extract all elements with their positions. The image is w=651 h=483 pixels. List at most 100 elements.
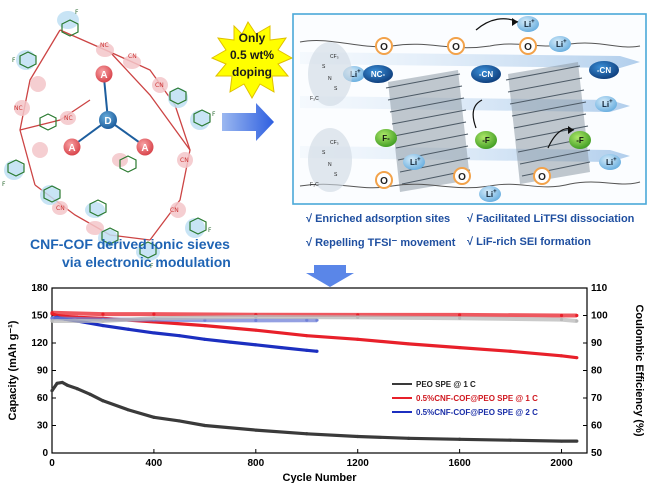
data-point [50, 389, 54, 393]
data-point [65, 383, 69, 387]
svg-text:Li+: Li+ [410, 157, 421, 167]
data-point [575, 313, 579, 318]
data-point [177, 419, 181, 423]
burst-line-3: doping [232, 65, 272, 79]
acceptor-label: A [68, 143, 75, 154]
data-point [458, 437, 462, 441]
y2-tick-label: 80 [591, 366, 603, 377]
burst-line-1: Only [239, 31, 266, 45]
benefit-dissociation: √ Facilitated LiTFSI dissociation [467, 213, 635, 225]
caption-line-2: via electronic modulation [62, 254, 231, 270]
o-atom-label: O [538, 172, 546, 183]
x-tick-label: 800 [247, 458, 264, 469]
svg-text:F: F [12, 57, 16, 64]
f-group [475, 131, 497, 149]
tfsi-anion: CF₃ F₃C N S S [308, 128, 352, 192]
o-atom-label: O [380, 176, 388, 187]
svg-text:F₃C: F₃C [310, 96, 319, 102]
y-tick-label: 60 [37, 393, 49, 404]
data-point [559, 313, 564, 318]
data-point [356, 337, 360, 341]
data-point [356, 315, 360, 320]
y-tick-label: 150 [31, 311, 48, 322]
data-point [228, 340, 232, 344]
f-group-label: -F [482, 136, 490, 145]
acceptor-node [136, 138, 154, 156]
f-group-label: -F [576, 136, 584, 145]
cn-group [589, 61, 619, 79]
data-point [315, 318, 319, 322]
data-point [305, 432, 309, 436]
o-atom-label: O [380, 42, 388, 53]
svg-text:F: F [208, 227, 212, 234]
data-point [254, 343, 258, 347]
svg-text:Li+: Li+ [486, 189, 497, 199]
tfsi-anion: CF₃ F₃C N S S [308, 42, 352, 106]
x-tick-label: 400 [146, 458, 163, 469]
data-point [305, 348, 309, 352]
data-point [575, 356, 579, 360]
svg-text:NC: NC [64, 115, 73, 122]
data-point [101, 319, 105, 323]
legend-label: 0.5%CNF-COF@PEO SPE @ 1 C [416, 394, 538, 403]
y2-tick-label: 50 [591, 448, 603, 459]
y2-tick-label: 90 [591, 338, 603, 349]
data-point [279, 345, 283, 350]
data-point [126, 327, 131, 331]
svg-text:NC: NC [100, 42, 109, 49]
data-point [575, 319, 579, 323]
benefit-repelling: √ Repelling TFSI⁻ movement [306, 237, 456, 249]
svg-text:S: S [334, 86, 338, 92]
data-point [305, 334, 309, 338]
data-point [152, 316, 156, 320]
data-point [458, 313, 462, 317]
series-line [52, 314, 577, 323]
data-point [203, 423, 207, 428]
data-point [101, 312, 105, 316]
data-point [458, 316, 462, 320]
svg-text:S: S [322, 150, 326, 156]
benefit-sei: √ LiF-rich SEI formation [467, 236, 591, 248]
o-atom-label: O [458, 172, 466, 183]
y-tick-label: 90 [37, 366, 49, 377]
o-atom-label: O [452, 42, 460, 53]
benefit-adsorption: √ Enriched adsorption sites [306, 213, 451, 225]
y2-tick-label: 70 [591, 393, 603, 404]
nc-group-label: NC- [371, 70, 386, 79]
svg-text:CN: CN [128, 53, 137, 60]
f-group-label: F- [382, 134, 390, 143]
svg-text:N: N [328, 76, 332, 82]
data-point [203, 323, 207, 328]
svg-text:Li+: Li+ [350, 69, 361, 79]
data-point [101, 323, 105, 328]
svg-text:CN: CN [170, 207, 179, 214]
x-tick-label: 1600 [448, 458, 471, 469]
svg-text:F₃C: F₃C [310, 182, 319, 188]
y2-tick-label: 60 [591, 421, 603, 432]
svg-text:CF₃: CF₃ [330, 54, 339, 60]
data-point [254, 315, 258, 319]
data-point [559, 318, 564, 322]
x-tick-label: 2000 [550, 458, 573, 469]
y-tick-label: 30 [37, 421, 49, 432]
data-point [55, 381, 59, 385]
mechanism-panel: O O O O O O Li+ Li+ Li+ Li+ Li+ Li+ [292, 13, 647, 205]
legend-label: 0.5%CNF-COF@PEO SPE @ 2 C [416, 408, 538, 417]
y2-tick-label: 100 [591, 311, 608, 322]
li-ions: Li+ Li+ Li+ Li+ Li+ Li+ Li+ [343, 16, 621, 202]
data-point [407, 436, 411, 440]
acceptor-label: A [141, 143, 148, 154]
svg-text:F: F [2, 181, 6, 188]
f-group [569, 131, 591, 149]
svg-text:CF₃: CF₃ [330, 140, 339, 146]
data-point [88, 392, 92, 396]
y-tick-label: 120 [31, 338, 48, 349]
acceptor-label: A [100, 70, 107, 81]
data-point [152, 415, 156, 419]
data-point [508, 349, 513, 353]
data-point [559, 439, 564, 443]
data-point [60, 380, 64, 385]
cn-group [471, 65, 501, 83]
f-group [375, 129, 397, 147]
